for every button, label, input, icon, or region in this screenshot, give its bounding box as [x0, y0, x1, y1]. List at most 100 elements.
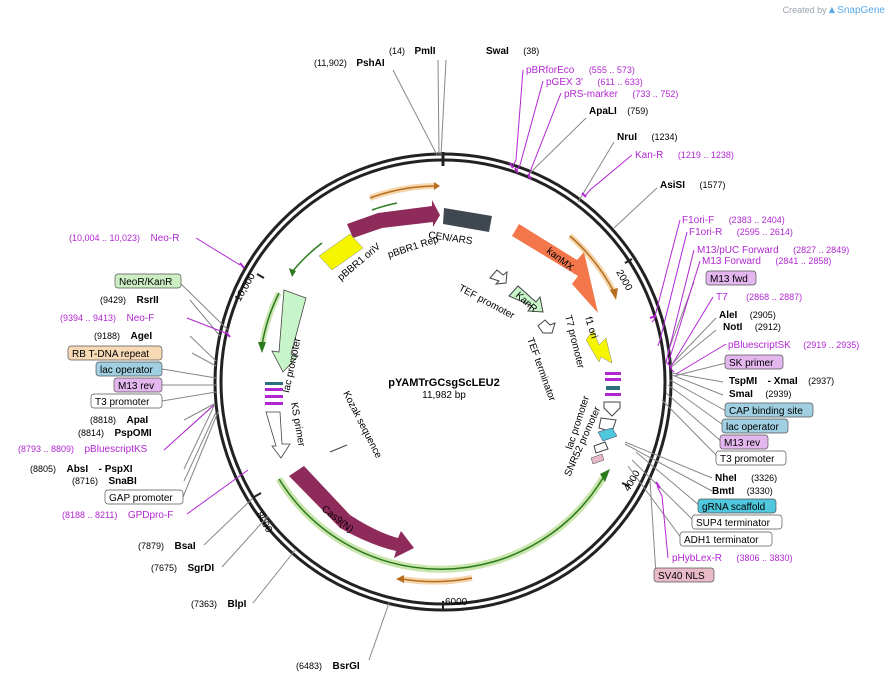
primer-m13forward[interactable]: M13 Forward (2841 .. 2858)	[702, 251, 831, 268]
primer-pbluescriptks[interactable]: (8793 .. 8809) pBluescriptKS	[18, 439, 148, 456]
box-lac-operator-right[interactable]: lac operator	[721, 418, 789, 434]
site-noti[interactable]: NotI (2912)	[723, 317, 781, 334]
primer-f1orir-range: (2595 .. 2614)	[737, 227, 793, 237]
box-grna-scaffold[interactable]: gRNA scaffold	[697, 498, 777, 514]
site-nrui[interactable]: NruI (1234)	[617, 127, 677, 144]
primer-pbluescriptsk[interactable]: pBluescriptSK (2919 .. 2935)	[728, 335, 859, 352]
grna-scaffold-feature[interactable]	[597, 427, 618, 442]
site-snabi[interactable]: (8716) SnaBI	[72, 471, 137, 488]
leader-neo-box	[177, 280, 229, 331]
site-pmli[interactable]: (14) PmlI	[389, 41, 436, 58]
site-smai[interactable]: SmaI (2939)	[729, 384, 791, 401]
primer-phyblexr[interactable]: pHybLex-R (3806 .. 3830)	[672, 548, 793, 565]
primer-kanr-name: Kan-R	[635, 150, 663, 161]
primer-neof[interactable]: (9394 .. 9413) Neo-F	[60, 308, 154, 325]
ptick-8	[655, 481, 661, 489]
leader-sv40-box	[649, 479, 657, 576]
site-apai[interactable]: (8818) ApaI	[90, 410, 148, 427]
kanmx-feature[interactable]	[512, 224, 598, 313]
ptick-2	[514, 167, 519, 174]
primer-prsmarker[interactable]: pRS-marker (733 .. 752)	[564, 84, 678, 101]
primer-pgex3[interactable]: pGEX 3' (611 .. 633)	[546, 72, 643, 89]
plasmid-size: 11,982 bp	[422, 390, 466, 401]
box-lac-operator-left[interactable]: lac operator	[95, 361, 163, 377]
box-sk-primer[interactable]: SK primer	[724, 354, 784, 370]
lac-promoter-right-feature[interactable]	[603, 401, 621, 417]
leader-m13puc	[665, 249, 695, 367]
box-t3-promoter-right[interactable]: T3 promoter	[715, 450, 787, 466]
cas9-feature[interactable]	[289, 466, 414, 558]
box-t3-promoter-left[interactable]: T3 promoter	[90, 393, 163, 409]
primer-kanr[interactable]: Kan-R (1219 .. 1238)	[635, 145, 734, 162]
box-cap-binding-site[interactable]: CAP binding site	[724, 402, 814, 418]
site-tspmi[interactable]: TspMI - XmaI (2937)	[729, 371, 834, 388]
primer-neor[interactable]: (10,004 .. 10,023) Neo-R	[69, 228, 179, 245]
cen-ars-feature[interactable]	[443, 208, 492, 232]
site-alei[interactable]: AleI (2905)	[719, 305, 776, 322]
leader-absi	[183, 405, 215, 470]
sv40-feature[interactable]	[590, 453, 605, 465]
tef-terminator-feature[interactable]	[537, 319, 556, 334]
leader-pgex3	[515, 80, 544, 173]
box-sv40-nls[interactable]: SV40 NLS	[653, 567, 715, 583]
site-apali[interactable]: ApaLI (759)	[589, 101, 648, 118]
primer-gpdprof[interactable]: (8188 .. 8211) GPDpro-F	[62, 505, 173, 522]
pbbr1-oriv-feature[interactable]	[318, 233, 364, 271]
primer-pbrforeco-name: pBRforEco	[526, 65, 575, 76]
site-swai[interactable]: SwaI (38)	[486, 41, 539, 58]
site-sgrdi[interactable]: (7675) SgrDI	[151, 558, 214, 575]
site-absi-name: AbsI	[66, 464, 88, 475]
box-neor-kanr[interactable]: NeoR/KanR	[114, 273, 182, 289]
green-arc-left2-halo	[259, 291, 282, 346]
site-agei[interactable]: (9188) AgeI	[94, 326, 152, 343]
site-pshai[interactable]: (11,902) PshAI	[314, 53, 385, 70]
leader-pbluescriptks	[163, 404, 215, 451]
tick-4000	[621, 482, 630, 487]
snapgene-brand: SnapGene	[837, 5, 885, 16]
leader-agei	[189, 335, 217, 362]
primer-neor-name: Neo-R	[151, 233, 180, 244]
primer-f1orif[interactable]: F1ori-F (2383 .. 2404)	[682, 210, 785, 227]
tick-label-6000: 6000	[445, 597, 468, 608]
primer-m13puc[interactable]: M13/pUC Forward (2827 .. 2849)	[697, 240, 849, 257]
box-sup4-terminator[interactable]: SUP4 terminator	[691, 514, 783, 530]
box-adh1-terminator[interactable]: ADH1 terminator	[679, 531, 773, 547]
green-arc-left-head	[289, 268, 296, 277]
primer-pbrforeco[interactable]: pBRforEco (555 .. 573)	[526, 60, 635, 77]
box-t3-promoter-left-label: T3 promoter	[95, 397, 150, 408]
site-bmti[interactable]: BmtI (3330)	[712, 481, 773, 498]
site-asisi[interactable]: AsiSI (1577)	[660, 175, 725, 192]
pbbr1-rep-feature[interactable]	[347, 200, 440, 238]
box-rb-tdna-repeat[interactable]: RB T-DNA repeat	[67, 345, 163, 361]
site-absi[interactable]: (8805) AbsI - PspXI	[30, 459, 133, 476]
primer-ticks	[225, 162, 661, 489]
site-rsrii[interactable]: (9429) RsrII	[100, 290, 159, 307]
primer-f1orir[interactable]: F1ori-R (2595 .. 2614)	[689, 222, 793, 239]
site-bsrgi-name: BsrGI	[332, 661, 359, 672]
f1-ori-feature[interactable]	[585, 329, 613, 364]
lac-promoter-left-feature[interactable]	[271, 289, 307, 373]
leader-lacop-r-box	[667, 384, 727, 428]
primer-phyblexr-name: pHybLex-R	[672, 553, 722, 564]
site-pspomi[interactable]: (8814) PspOMI	[78, 423, 152, 440]
box-m13-rev-right[interactable]: M13 rev	[719, 434, 769, 450]
site-nhei[interactable]: NheI (3326)	[715, 468, 777, 485]
tef-promoter-feature[interactable]	[489, 269, 508, 285]
primer-m13puc-range: (2827 .. 2849)	[793, 245, 849, 255]
primer-mark-3	[605, 393, 621, 396]
leader-t3-r-box	[661, 399, 720, 459]
box-gap-promoter[interactable]: GAP promoter	[104, 489, 184, 505]
site-bsrgi[interactable]: (6483) BsrGI	[296, 656, 360, 673]
primer-t7[interactable]: T7 (2868 .. 2887)	[716, 287, 802, 304]
box-m13-fwd[interactable]: M13 fwd	[705, 270, 757, 286]
kanr-feature[interactable]	[508, 285, 544, 313]
box-m13-rev-left[interactable]: M13 rev	[113, 377, 163, 393]
ks-primer-feature[interactable]	[265, 411, 291, 459]
site-bsai[interactable]: (7879) BsaI	[138, 536, 196, 553]
site-blpi[interactable]: (7363) BlpI	[191, 594, 247, 611]
site-pmli-name: PmlI	[414, 46, 435, 57]
leader-smai	[671, 374, 724, 396]
primer-prsmarker-name: pRS-marker	[564, 89, 619, 100]
box-t3-promoter-right-label: T3 promoter	[720, 454, 775, 465]
sup4-feature[interactable]	[593, 441, 609, 454]
